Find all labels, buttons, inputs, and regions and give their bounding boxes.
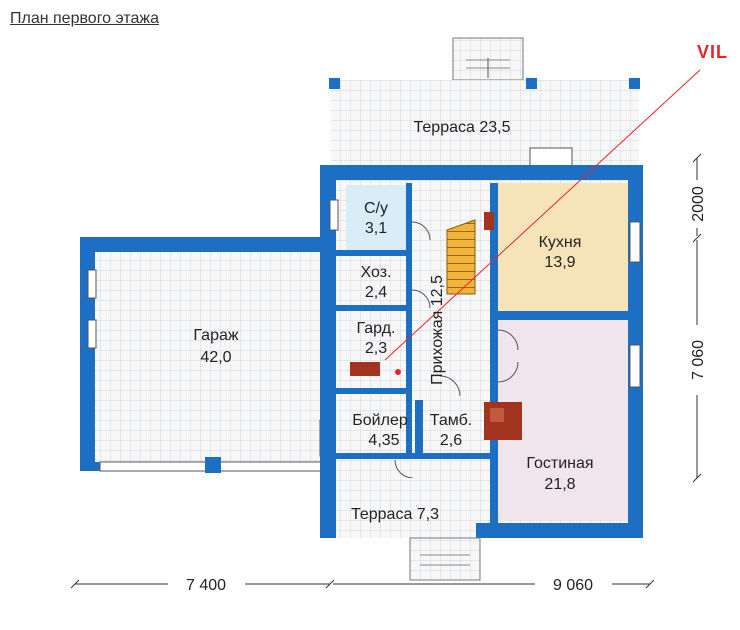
boiler-unit (350, 362, 380, 376)
room-label: Кухня (539, 234, 582, 251)
room-label: Гараж (193, 327, 238, 344)
room-label: Гард. (357, 320, 396, 337)
dimension-bottom (70, 579, 655, 589)
terrace-top (329, 37, 640, 172)
dimension-label: 7 400 (186, 577, 226, 594)
dimension-right (692, 153, 702, 483)
windows (329, 199, 641, 388)
room-label: С/у (364, 200, 388, 217)
room-label: Прихожая 12,5 (429, 275, 446, 385)
room-area: 2,3 (365, 340, 387, 357)
kitchen-floor (496, 183, 628, 311)
dimension-label: 9 060 (553, 577, 593, 594)
room-area: 13,9 (544, 254, 575, 271)
dimension-label: 2000 (690, 186, 707, 222)
dimension-label: 7 060 (690, 340, 707, 380)
room-label: Хоз. (361, 264, 392, 281)
room-label: Терраса 7,3 (351, 506, 439, 523)
room-label: Гостиная (526, 455, 593, 472)
brand-badge: VIL (697, 42, 729, 62)
page-title: План первого этажа (10, 10, 159, 27)
garage-block (80, 237, 342, 473)
room-area: 2,6 (440, 432, 462, 449)
column (329, 78, 340, 89)
garage-floor (95, 252, 335, 462)
room-area: 3,1 (365, 220, 387, 237)
terrace-top-floor (331, 80, 639, 172)
room-label: Терраса 23,5 (414, 119, 511, 136)
column (629, 78, 640, 89)
doors (394, 221, 519, 479)
room-label: Бойлер (352, 412, 408, 429)
interior-walls (336, 183, 630, 523)
room-area: 21,8 (544, 476, 575, 493)
marker (395, 369, 401, 375)
column (526, 78, 537, 89)
room-area: 4,35 (368, 432, 399, 449)
room-area: 42,0 (200, 349, 231, 366)
terrace-bottom (336, 478, 481, 581)
accent-line (384, 69, 701, 361)
bath-floor (346, 185, 406, 250)
boiler-unit (484, 212, 494, 230)
room-area: 2,4 (365, 284, 387, 301)
staircase (446, 219, 476, 295)
room-label: Тамб. (430, 412, 472, 429)
